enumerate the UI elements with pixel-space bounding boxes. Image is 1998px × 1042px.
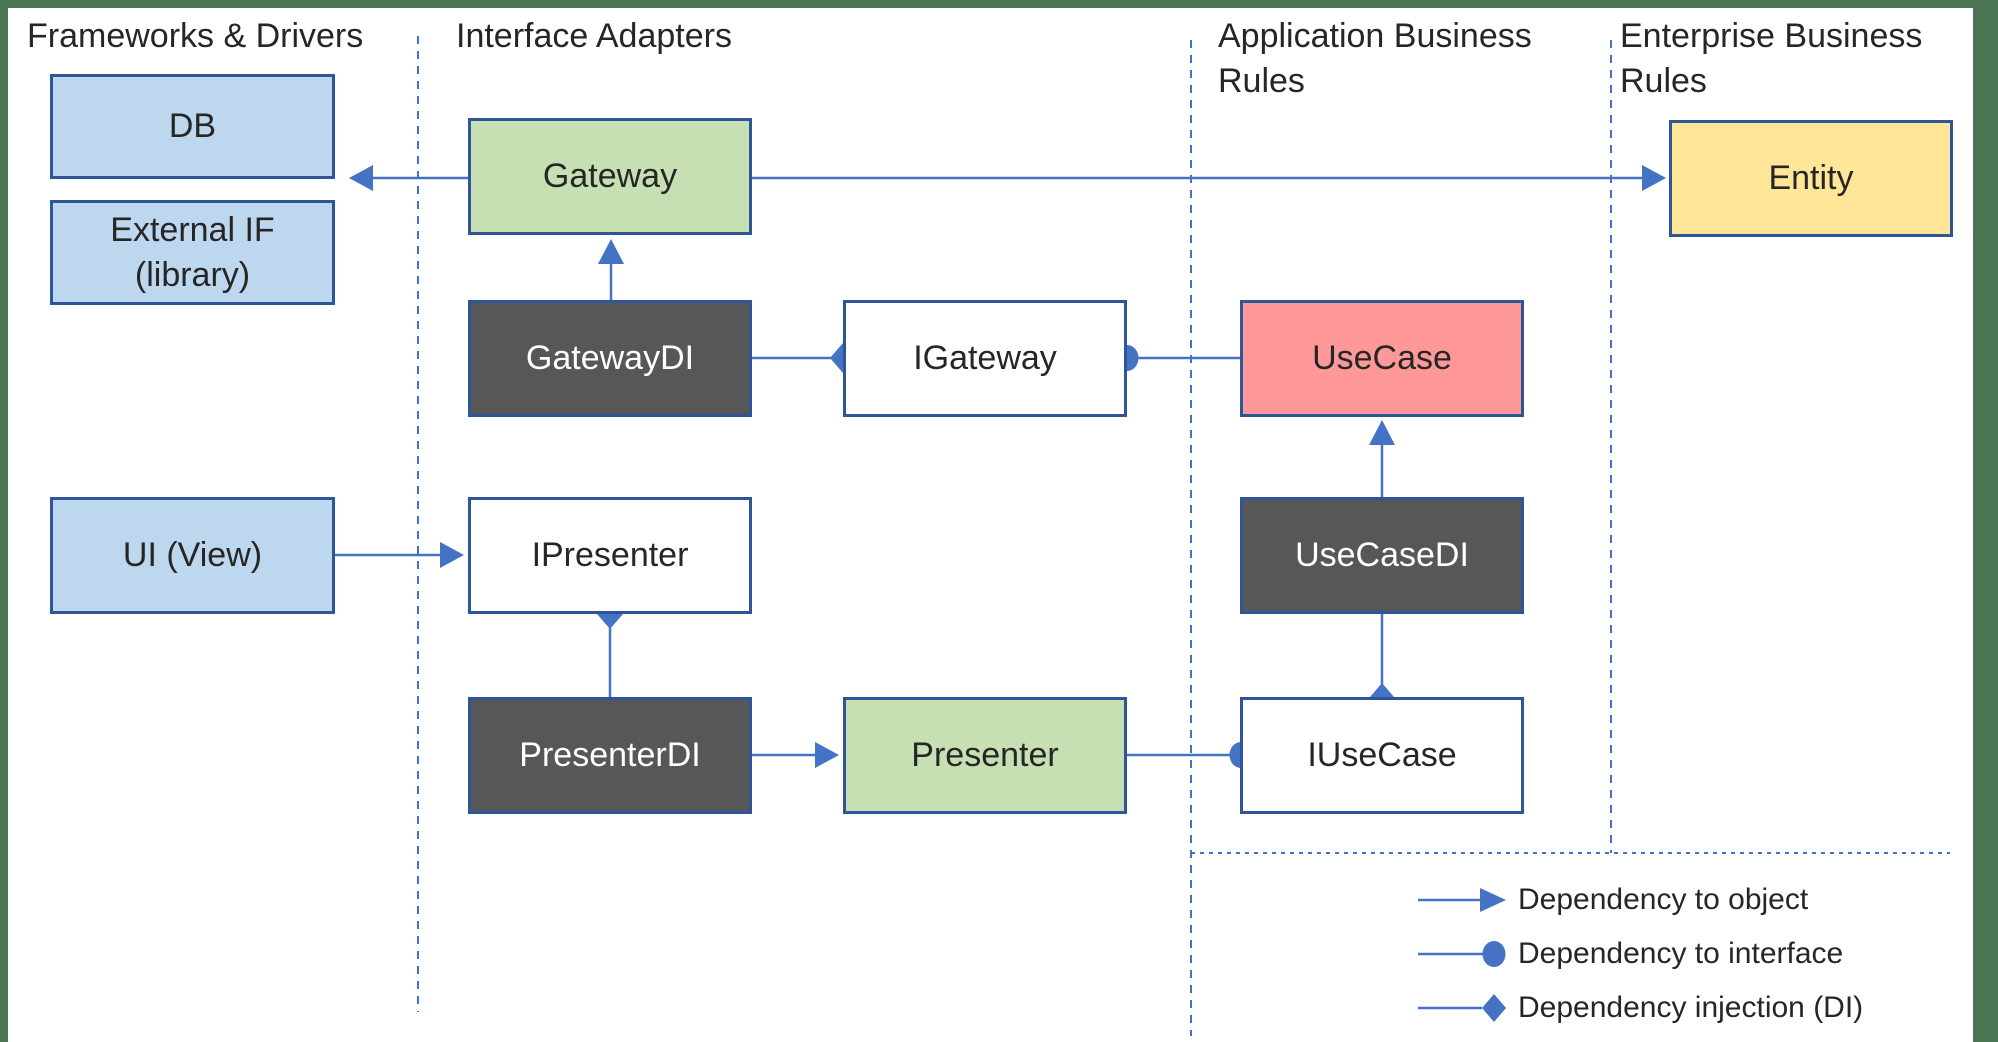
node-gateway: Gateway: [468, 118, 752, 235]
legend-item-dependency-to-object: Dependency to object: [1416, 883, 1809, 916]
node-igateway: IGateway: [843, 300, 1127, 417]
node-usecase-label: UseCase: [1312, 339, 1452, 377]
layer-title-interface-adapters: Interface Adapters: [456, 17, 732, 55]
node-ui-view: UI (View): [50, 497, 335, 614]
edge-gatewaydi-to-gateway: [598, 239, 624, 300]
node-ipresenter-label: IPresenter: [531, 536, 689, 574]
frame-border-right: [1973, 0, 1998, 1042]
frame-border-left: [0, 0, 8, 1042]
edge-gatewaydi-to-igateway: [752, 343, 856, 373]
node-db-label: DB: [168, 107, 217, 145]
edge-usecasedi-to-usecase: [1369, 420, 1395, 497]
edge-presenterdi-to-presenter: [752, 742, 839, 768]
edge-presenter-to-iusecase: [1127, 742, 1253, 768]
arrowhead-icon: [598, 239, 624, 264]
frame-border-top: [0, 0, 1998, 8]
layer-title-application-business-rules: Application Business Rules: [1218, 17, 1532, 100]
layer-title-frameworks-drivers: Frameworks & Drivers: [27, 17, 364, 55]
dependency-interface-circle-icon: [1418, 941, 1506, 967]
node-presenter-di: PresenterDI: [468, 697, 752, 814]
arrowhead-icon: [349, 165, 373, 191]
legend-item-dependency-injection: Dependency injection (DI): [1416, 991, 1864, 1024]
node-gateway-di: GatewayDI: [468, 300, 752, 417]
node-presenter: Presenter: [843, 697, 1127, 814]
node-external-if-label-line1: External IF: [110, 211, 275, 250]
node-presenter-di-label: PresenterDI: [519, 736, 701, 774]
node-usecase-di-label: UseCaseDI: [1295, 536, 1469, 574]
node-external-if-label-line2: (library): [134, 255, 251, 294]
node-ui-view-label: UI (View): [122, 536, 263, 574]
arrowhead-icon: [1642, 165, 1666, 191]
node-iusecase: IUseCase: [1240, 697, 1524, 814]
edge-gateway-to-db: [349, 165, 468, 191]
arrowhead-icon: [1369, 420, 1395, 445]
node-external-if: External IF (library): [50, 200, 335, 305]
node-entity: Entity: [1669, 120, 1953, 237]
dependency-object-arrow-icon: [1418, 888, 1506, 912]
node-ipresenter: IPresenter: [468, 497, 752, 614]
node-iusecase-label: IUseCase: [1307, 736, 1457, 774]
arrowhead-icon: [815, 742, 839, 768]
node-entity-label: Entity: [1768, 159, 1854, 197]
node-presenter-label: Presenter: [911, 736, 1059, 774]
edge-uiview-to-ipresenter: [335, 542, 464, 568]
edge-gateway-to-entity: [752, 165, 1666, 191]
node-usecase: UseCase: [1240, 300, 1524, 417]
legend-label-dependency-to-interface: Dependency to interface: [1518, 937, 1844, 970]
node-igateway-label: IGateway: [913, 339, 1057, 377]
arrowhead-icon: [440, 542, 464, 568]
legend-label-dependency-injection: Dependency injection (DI): [1518, 991, 1864, 1024]
node-gateway-label: Gateway: [542, 157, 678, 195]
dependency-injection-diamond-icon: [1418, 994, 1506, 1022]
node-db: DB: [50, 74, 335, 179]
node-usecase-di: UseCaseDI: [1240, 497, 1524, 614]
node-gateway-di-label: GatewayDI: [525, 339, 695, 377]
legend-label-dependency-to-object: Dependency to object: [1518, 883, 1809, 916]
edge-usecase-to-igateway: [1115, 345, 1240, 371]
legend-item-dependency-to-interface: Dependency to interface: [1416, 937, 1844, 970]
layer-title-enterprise-business-rules: Enterprise Business Rules: [1620, 17, 1923, 100]
